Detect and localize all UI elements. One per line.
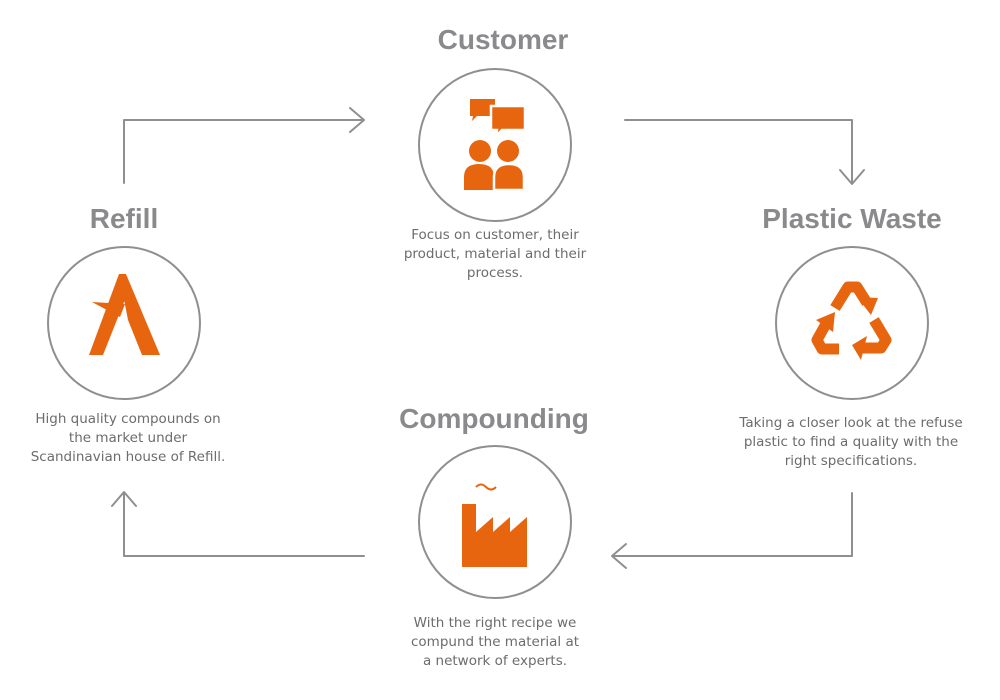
arrow-compounding-to-refill <box>123 493 365 557</box>
customer-circle <box>418 68 572 222</box>
factory-icon <box>462 483 527 567</box>
arrow-customer-to-plastic-waste <box>624 119 853 183</box>
refill-description: High quality compounds on the market und… <box>30 411 226 465</box>
plastic-waste-title: Plastic Waste <box>762 203 942 234</box>
refill-title: Refill <box>89 203 159 234</box>
arrow-plastic-waste-to-compounding <box>613 492 853 557</box>
plastic-waste-description: Taking a closer look at the refuse plast… <box>739 415 963 469</box>
recycle-icon <box>811 281 892 360</box>
customer-chat-icon <box>464 99 527 192</box>
plastic-waste-circle <box>775 246 929 400</box>
compounding-title: Compounding <box>399 403 589 434</box>
arrow-refill-to-customer <box>123 119 363 184</box>
refill-circle <box>47 246 201 400</box>
customer-title: Customer <box>437 24 569 55</box>
refill-logo-icon <box>89 274 160 355</box>
compounding-circle <box>418 445 572 599</box>
customer-description: Focus on customer, their product, materi… <box>403 227 587 281</box>
compounding-description: With the right recipe we compund the mat… <box>410 615 580 669</box>
